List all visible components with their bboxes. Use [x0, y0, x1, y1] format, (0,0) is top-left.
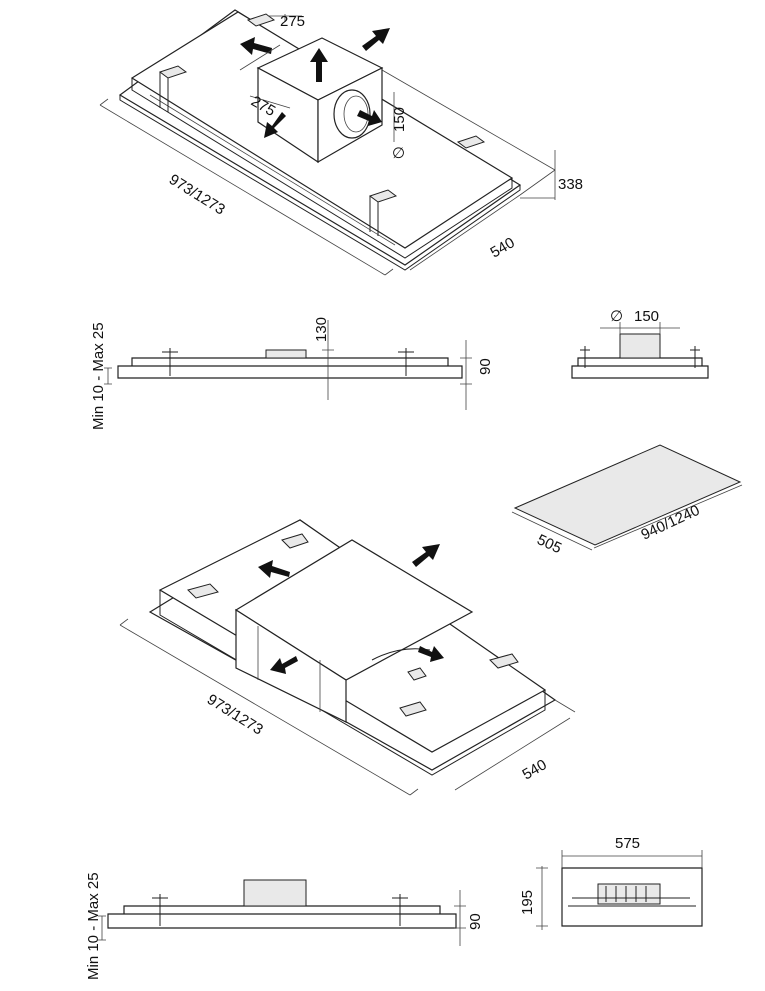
- dim-label: Min 10 - Max 25: [90, 322, 107, 430]
- airflow-arrow: [240, 37, 272, 55]
- dim-label: 575: [615, 835, 640, 852]
- airflow-arrow: [362, 28, 390, 51]
- side-view-1: ∅ 150: [571, 308, 709, 379]
- mount-bracket: [368, 189, 398, 236]
- dim-label: 540: [488, 234, 518, 261]
- dim-label: 540: [520, 756, 550, 783]
- dim-label: ∅: [610, 308, 623, 325]
- bottom-isometric-view: 973/1273 540: [119, 519, 576, 796]
- dim-label: 505: [534, 531, 564, 557]
- motor-box: [234, 539, 474, 723]
- mount-bracket: [246, 13, 276, 27]
- airflow-arrow: [310, 48, 328, 82]
- dim-label: 973/1273: [166, 171, 228, 219]
- airflow-arrow: [258, 560, 290, 578]
- airflow-arrow: [418, 646, 444, 662]
- dim-label: 195: [519, 890, 536, 915]
- dim-label: 90: [467, 913, 484, 930]
- mount-bracket: [158, 65, 188, 112]
- motor-box: [256, 37, 384, 164]
- duct-outlet: [333, 89, 371, 139]
- airflow-arrow: [264, 112, 286, 138]
- airflow-arrow: [357, 110, 382, 126]
- dim-label: 973/1273: [204, 691, 266, 739]
- dim-label: Min 10 - Max 25: [85, 872, 102, 980]
- dim-label: 338: [558, 176, 583, 193]
- front-view-1: Min 10 - Max 25 130 90: [90, 317, 494, 430]
- dim-label: 150: [391, 107, 408, 132]
- front-view-2: Min 10 - Max 25 90: [85, 872, 484, 980]
- airflow-arrow: [270, 656, 298, 674]
- mount-bracket: [456, 135, 486, 149]
- airflow-arrow: [412, 544, 440, 567]
- dim-label: ∅: [392, 145, 405, 162]
- side-view-2: 575 195: [519, 835, 703, 930]
- top-isometric-view: 275 275 ∅ 150 973/1273 540 338: [99, 9, 583, 276]
- ceiling-cutout: 505 940/1240: [511, 444, 743, 557]
- dim-label: 150: [634, 308, 659, 325]
- dim-label: 275: [280, 13, 305, 30]
- dim-label: 130: [313, 317, 330, 342]
- dim-label: 90: [477, 358, 494, 375]
